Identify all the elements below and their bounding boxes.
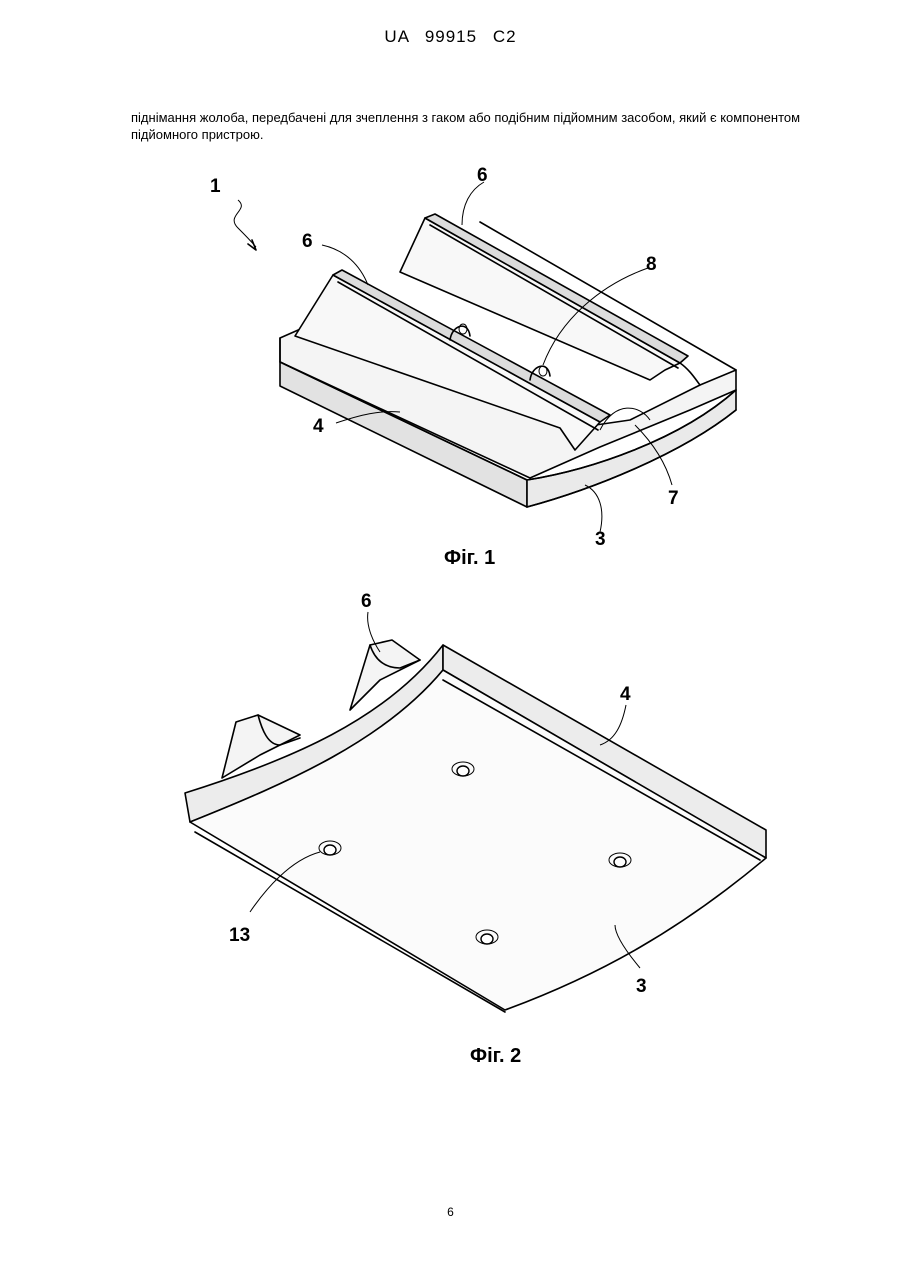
fig1-label-3: 3	[595, 529, 606, 550]
figure-2-caption: Фіг. 2	[470, 1045, 521, 1067]
fig1-label-6-right: 6	[477, 165, 488, 186]
page-number: 6	[0, 1205, 901, 1219]
figure-2-drawing	[185, 612, 766, 1012]
fig1-label-7: 7	[668, 488, 679, 509]
fig2-label-3: 3	[636, 976, 647, 997]
fig2-label-6: 6	[361, 591, 372, 612]
figure-1-caption: Фіг. 1	[444, 547, 495, 569]
fig2-label-4: 4	[620, 684, 631, 705]
fig1-label-1: 1	[210, 176, 221, 197]
fig1-label-8: 8	[646, 254, 657, 275]
fig1-label-4: 4	[313, 416, 324, 437]
fig1-label-6-left: 6	[302, 231, 313, 252]
fig2-label-13: 13	[229, 925, 250, 946]
